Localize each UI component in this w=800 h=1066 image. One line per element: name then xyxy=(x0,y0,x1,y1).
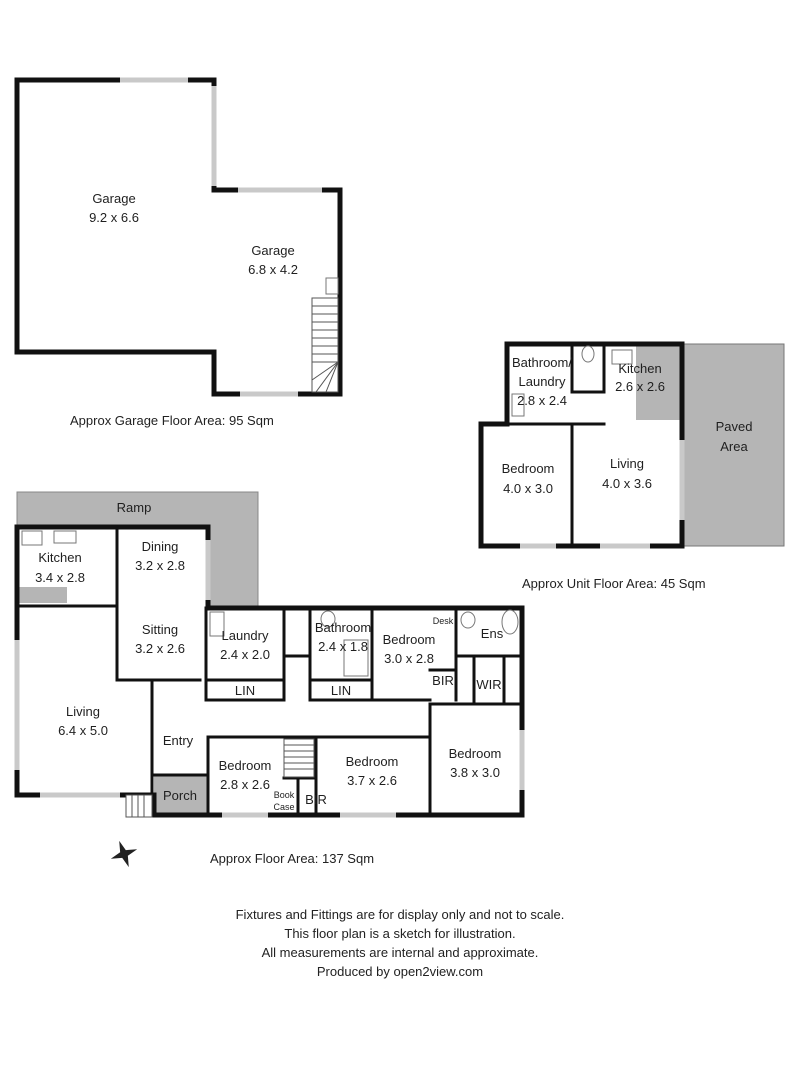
toilet xyxy=(320,610,336,628)
bedroom-3-size: 3.7 x 2.6 xyxy=(347,773,397,788)
kitchen-name: Kitchen xyxy=(38,550,81,565)
ensuite-basin xyxy=(501,609,519,635)
unit-washer xyxy=(511,393,525,417)
garage-stairs xyxy=(311,297,339,393)
unit-living-size: 4.0 x 3.6 xyxy=(602,476,652,491)
garage-1-size: 9.2 x 6.6 xyxy=(89,210,139,225)
note-line-4: Produced by open2view.com xyxy=(316,964,484,979)
bir-2-label: BIR xyxy=(305,792,327,807)
kitchen-sink xyxy=(53,530,77,544)
garage-2-size: 6.8 x 4.2 xyxy=(248,262,298,277)
paved-area xyxy=(683,343,785,547)
linen-1-label: LIN xyxy=(235,683,255,698)
laundry-tub xyxy=(209,611,225,637)
porch-steps xyxy=(125,794,153,818)
kitchen-bench xyxy=(19,587,67,603)
dining-size: 3.2 x 2.8 xyxy=(135,558,185,573)
main-stairs xyxy=(283,738,315,778)
garage-2-name: Garage xyxy=(251,243,294,258)
unit-kitchen-bench xyxy=(636,346,682,420)
unit-living-name: Living xyxy=(610,456,644,471)
ramp-label: Ramp xyxy=(117,500,152,515)
north-compass-icon xyxy=(110,840,138,868)
bedroom-4-name: Bedroom xyxy=(449,746,502,761)
unit-bathroom-name: Bathroom/ xyxy=(512,355,572,370)
sitting-size: 3.2 x 2.6 xyxy=(135,641,185,656)
note-line-1: Fixtures and Fittings are for display on… xyxy=(235,907,565,922)
bedroom-1-name: Bedroom xyxy=(383,632,436,647)
bedroom-1-size: 3.0 x 2.8 xyxy=(384,651,434,666)
bathroom-size: 2.4 x 1.8 xyxy=(318,639,368,654)
book-label: Book xyxy=(274,790,295,800)
unit-bedroom-size: 4.0 x 3.0 xyxy=(503,481,553,496)
wir-label: WIR xyxy=(476,677,501,692)
note-line-2: This floor plan is a sketch for illustra… xyxy=(284,926,516,941)
bedroom-2-size: 2.8 x 2.6 xyxy=(220,777,270,792)
garage-1-name: Garage xyxy=(92,191,135,206)
ensuite-toilet xyxy=(460,611,476,629)
disclaimer-notes: Fixtures and Fittings are for display on… xyxy=(0,905,800,981)
living-size: 6.4 x 5.0 xyxy=(58,723,108,738)
unit-bathroom-size: 2.8 x 2.4 xyxy=(517,393,567,408)
bedroom-2-name: Bedroom xyxy=(219,758,272,773)
laundry-size: 2.4 x 2.0 xyxy=(220,647,270,662)
ensuite-label: Ens xyxy=(481,626,504,641)
unit-toilet xyxy=(581,345,595,363)
linen-2-label: LIN xyxy=(331,683,351,698)
bathroom-name: Bathroom xyxy=(315,620,371,635)
unit: Bathroom/ Laundry 2.8 x 2.4 Kitchen 2.6 … xyxy=(478,341,785,591)
unit-kitchen-name: Kitchen xyxy=(618,361,661,376)
cooktop xyxy=(21,530,43,546)
dining-name: Dining xyxy=(142,539,179,554)
living-name: Living xyxy=(66,704,100,719)
bir-1-label: BIR xyxy=(432,673,454,688)
unit-sink xyxy=(611,349,633,365)
unit-laundry-name: Laundry xyxy=(519,374,566,389)
kitchen-size: 3.4 x 2.8 xyxy=(35,570,85,585)
desk-label: Desk xyxy=(433,616,454,626)
entry-label: Entry xyxy=(163,733,194,748)
paved-area-label-2: Area xyxy=(720,439,748,454)
main-floor: Ramp xyxy=(14,491,525,866)
bedroom-3-name: Bedroom xyxy=(346,754,399,769)
unit-bedroom-name: Bedroom xyxy=(502,461,555,476)
paved-area-label-1: Paved xyxy=(716,419,753,434)
bedroom-4-size: 3.8 x 3.0 xyxy=(450,765,500,780)
shower xyxy=(343,639,369,677)
porch-label: Porch xyxy=(163,788,197,803)
garage-level: Garage 9.2 x 6.6 Garage 6.8 x 4.2 Approx… xyxy=(14,77,343,428)
unit-area-caption: Approx Unit Floor Area: 45 Sqm xyxy=(522,576,706,591)
garage-sink xyxy=(325,277,339,295)
case-label: Case xyxy=(273,802,294,812)
garage-area-caption: Approx Garage Floor Area: 95 Sqm xyxy=(70,413,274,428)
note-line-3: All measurements are internal and approx… xyxy=(261,945,539,960)
garage-outline xyxy=(14,77,343,397)
laundry-name: Laundry xyxy=(222,628,269,643)
unit-kitchen-size: 2.6 x 2.6 xyxy=(615,379,665,394)
porch-fill xyxy=(154,775,208,817)
main-area-caption: Approx Floor Area: 137 Sqm xyxy=(210,851,374,866)
sitting-name: Sitting xyxy=(142,622,178,637)
